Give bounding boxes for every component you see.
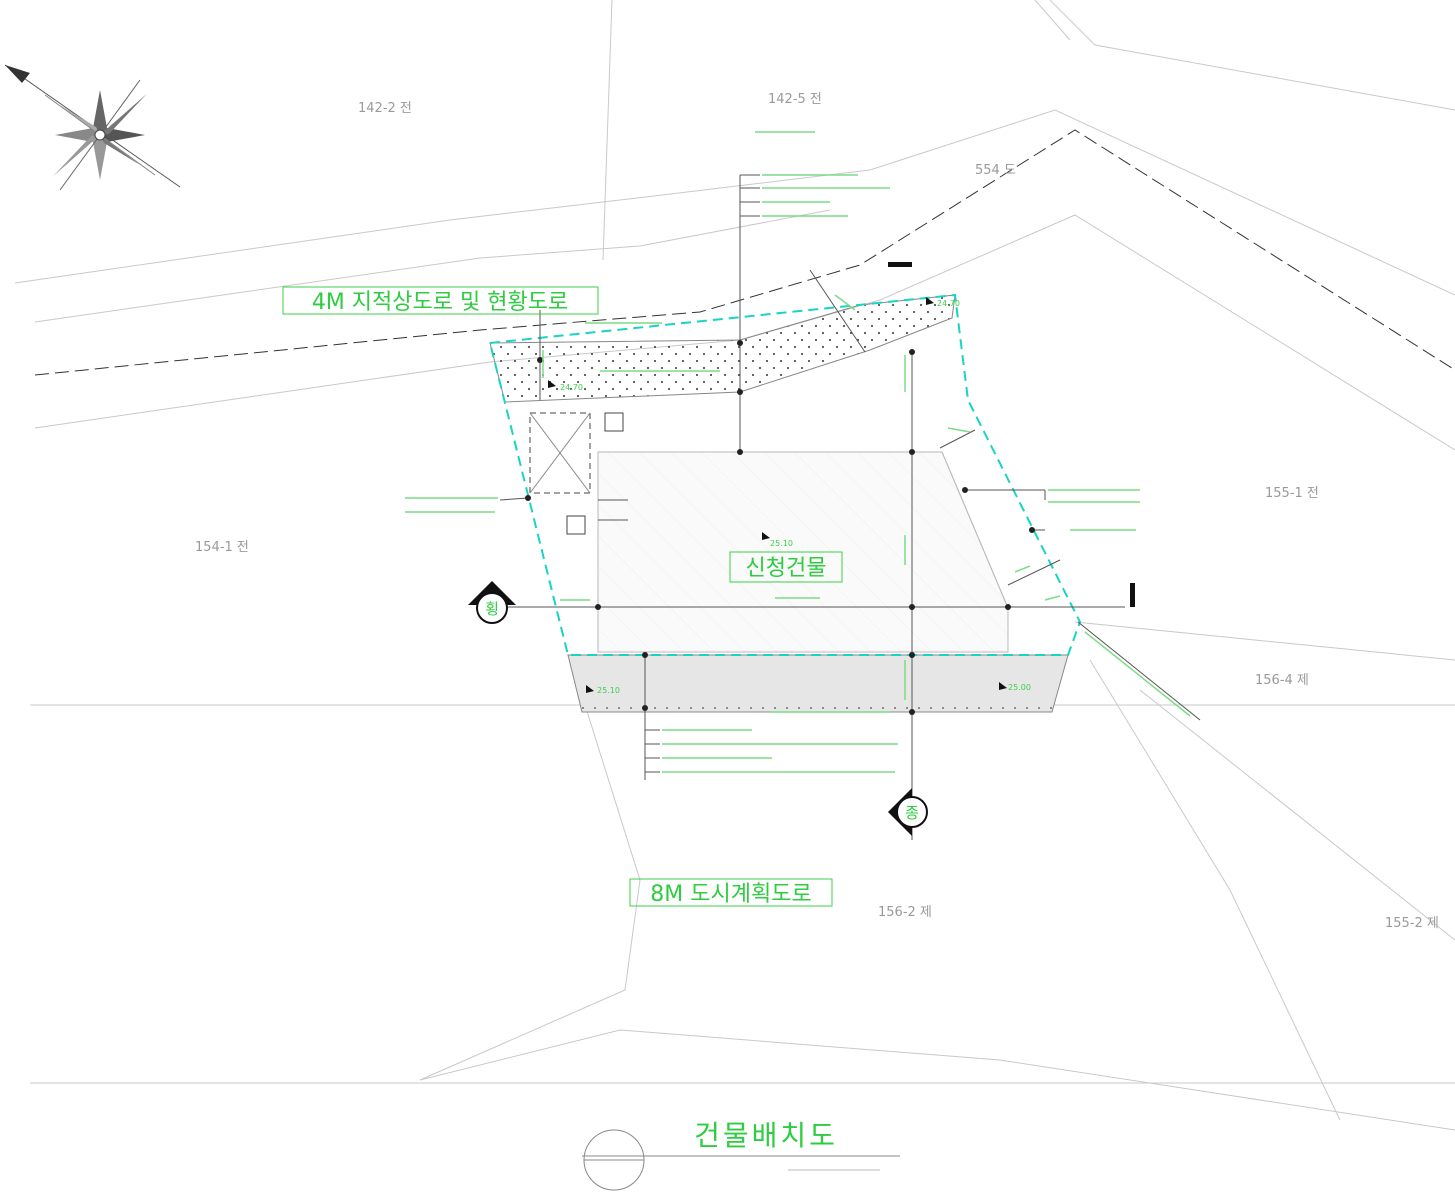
level-ne: 24.70	[937, 299, 960, 308]
title-block: 건물배치도	[582, 1119, 900, 1191]
south-paved-area	[567, 654, 1069, 713]
level-mark-center: 25.10	[762, 532, 793, 548]
drawing-title: 건물배치도	[694, 1119, 838, 1152]
septic-tank-symbol	[529, 412, 624, 535]
annotation-marks	[405, 131, 1191, 773]
building-label: 신청건물	[746, 556, 827, 581]
level-center: 25.10	[770, 539, 793, 548]
parcel-156-4: 156-4 제	[1255, 673, 1309, 688]
junction-dots	[525, 340, 1035, 715]
compass-rose-icon	[4, 64, 181, 191]
level-nw: 24.70	[560, 383, 583, 392]
level-mark-ne: 24.70	[926, 297, 960, 308]
site-boundary	[488, 293, 1082, 656]
parcel-142-5: 142-5 전	[768, 92, 822, 107]
section-cut-mark-east	[1130, 583, 1135, 607]
level-marks: 24.70 24.70 25.10 25.10 25.00	[548, 297, 1031, 695]
parcel-142-2: 142-2 전	[358, 101, 412, 116]
level-mark-se: 25.00	[999, 682, 1031, 692]
section-marker-west-label: 횡	[485, 600, 499, 618]
section-marker-south: 종	[888, 788, 928, 836]
parcel-155-1: 155-1 전	[1265, 486, 1319, 501]
level-sw: 25.10	[597, 686, 620, 695]
parcel-154-1: 154-1 전	[195, 540, 249, 555]
section-marker-south-label: 종	[905, 804, 919, 822]
parcel-554: 554 도	[975, 163, 1016, 178]
road-centerlines	[34, 129, 1455, 376]
level-mark-nw: 24.70	[548, 380, 583, 392]
level-mark-sw: 25.10	[586, 685, 620, 695]
parcel-labels: 142-2 전 142-5 전 554 도 154-1 전 155-1 전 15…	[195, 92, 1439, 931]
parcel-155-2: 155-2 제	[1385, 916, 1439, 931]
south-road-label: 8M 도시계획도로	[650, 882, 811, 907]
north-paved-area	[489, 294, 956, 403]
level-se: 25.00	[1008, 683, 1031, 692]
parcel-156-2: 156-2 제	[878, 905, 932, 920]
section-cut-mark-north	[888, 262, 912, 267]
dimension-lines	[480, 174, 1201, 840]
section-marker-west: 횡	[468, 581, 516, 624]
north-road-label: 4M 지적상도로 및 현황도로	[312, 290, 568, 315]
